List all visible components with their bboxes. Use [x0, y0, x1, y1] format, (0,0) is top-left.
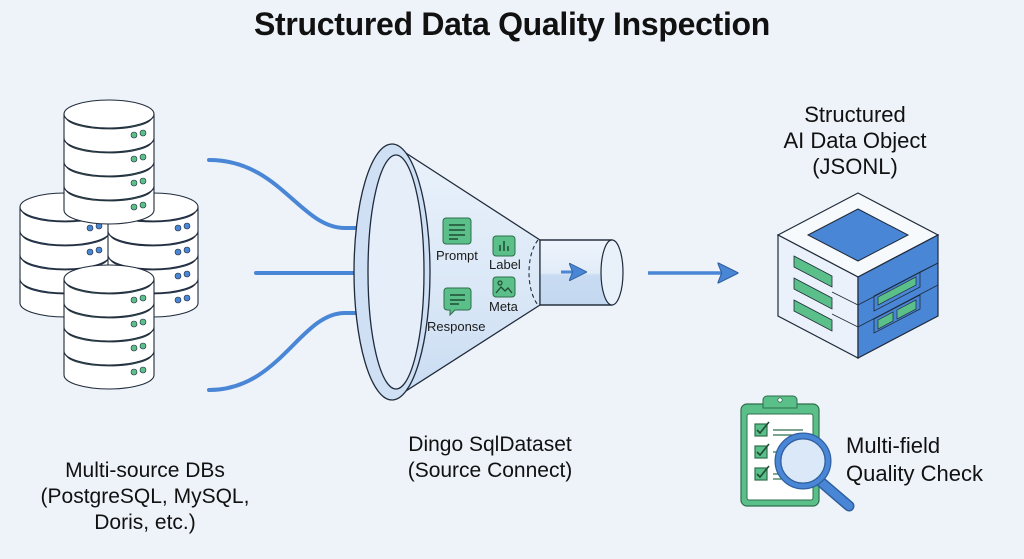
status-dot	[95, 246, 103, 254]
status-dot	[139, 129, 147, 137]
output-caption: Structured AI Data Object (JSONL)	[740, 102, 970, 180]
page-title: Structured Data Quality Inspection	[253, 6, 771, 42]
database-lid	[63, 264, 155, 294]
status-dot	[130, 155, 138, 163]
chat-bubble-icon	[443, 287, 472, 317]
quality-check-caption: Multi-field Quality Check	[846, 432, 1024, 488]
output-caption-line: (JSONL)	[812, 154, 898, 179]
sources-caption-line: Multi-source DBs	[65, 459, 225, 482]
quality-check-caption-line: Quality Check	[846, 461, 983, 486]
output-caption-line: AI Data Object	[783, 128, 927, 153]
connector-caption-line: Dingo SqlDataset	[408, 433, 572, 456]
magnifier	[774, 432, 855, 512]
connector-caption: Dingo SqlDataset (Source Connect)	[370, 432, 610, 484]
status-dot	[130, 131, 138, 139]
field-label-meta: Meta	[489, 299, 518, 314]
status-dot	[174, 296, 182, 304]
database-lid	[63, 99, 155, 129]
funnel-icon	[353, 143, 624, 401]
status-dot	[183, 246, 191, 254]
status-dot	[183, 294, 191, 302]
arrow-bottom	[207, 313, 382, 392]
connector-caption-line: (Source Connect)	[407, 459, 573, 482]
status-dot	[139, 177, 147, 185]
funnel-rim-inner	[367, 154, 425, 390]
field-label-response: Response	[427, 319, 486, 334]
field-label-prompt: Prompt	[436, 248, 478, 263]
database-stack-icon	[19, 99, 199, 390]
status-dot	[130, 203, 138, 211]
status-dot	[174, 272, 182, 280]
output-caption-line: Structured	[804, 102, 906, 127]
data-cube-icon	[776, 192, 940, 359]
status-dot	[130, 320, 138, 328]
status-dot	[139, 318, 147, 326]
status-dot	[139, 153, 147, 161]
document-lines-icon	[442, 217, 472, 245]
database-bottom	[63, 264, 155, 390]
field-label-label: Label	[489, 257, 521, 272]
status-dot	[130, 296, 138, 304]
status-dot	[86, 224, 94, 232]
sources-caption: Multi-source DBs (PostgreSQL, MySQL, Dor…	[10, 458, 280, 536]
status-dot	[183, 270, 191, 278]
status-dot	[139, 294, 147, 302]
status-dot	[130, 344, 138, 352]
status-dot	[183, 222, 191, 230]
status-dot	[86, 248, 94, 256]
status-dot	[130, 368, 138, 376]
database-top	[63, 99, 155, 225]
status-dot	[174, 248, 182, 256]
arrow-top	[207, 158, 382, 228]
bar-chart-icon	[492, 235, 516, 257]
quality-check-caption-line: Multi-field	[846, 433, 941, 458]
status-dot	[130, 179, 138, 187]
status-dot	[174, 224, 182, 232]
status-dot	[139, 342, 147, 350]
checklist	[754, 421, 803, 481]
tube-end	[600, 239, 624, 306]
status-dot	[139, 201, 147, 209]
status-dot	[139, 366, 147, 374]
image-icon	[492, 276, 516, 298]
sources-caption-line: Doris, etc.)	[94, 511, 196, 534]
clipboard-magnifier-icon	[740, 395, 855, 512]
sources-caption-line: (PostgreSQL, MySQL,	[40, 485, 250, 508]
